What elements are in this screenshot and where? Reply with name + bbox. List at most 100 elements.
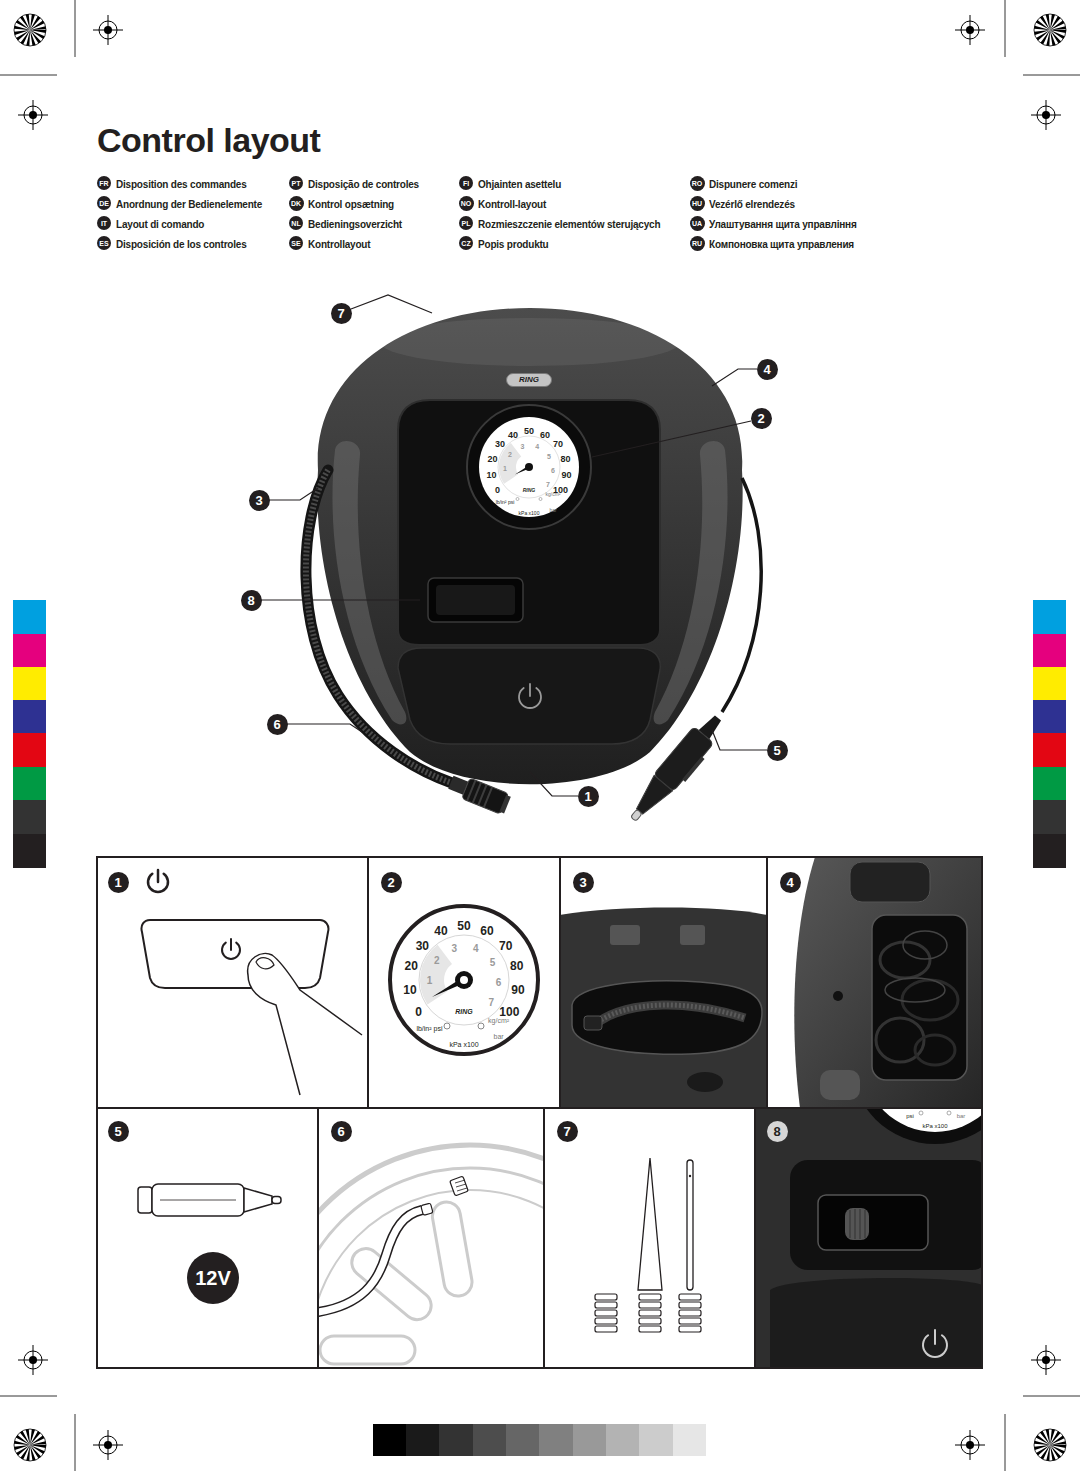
callout-number: 6 bbox=[331, 1121, 352, 1142]
panel-6-wheel-part bbox=[421, 1203, 433, 1215]
language-name: Kontrol opsætning bbox=[308, 195, 394, 211]
node-text: NO bbox=[461, 200, 472, 207]
panel-2-gauge-part bbox=[478, 1023, 484, 1029]
label-text: kg/cm² bar bbox=[546, 491, 561, 513]
panel-1-power-button-part bbox=[222, 939, 240, 959]
panel-7-adapters-part bbox=[595, 1318, 617, 1324]
node-text: IT bbox=[101, 220, 107, 227]
panel-4-cable-compartment bbox=[794, 858, 981, 1107]
colour-bars-part bbox=[13, 634, 46, 667]
gauge-psi-number: 80 bbox=[510, 957, 523, 973]
colour-bars-part bbox=[13, 767, 46, 800]
label-text: kg/cm² bar bbox=[488, 1017, 509, 1040]
gauge-psi-number: 70 bbox=[499, 937, 512, 953]
gauge-brand: RING bbox=[523, 479, 536, 495]
node-text: HU bbox=[692, 200, 702, 207]
colour-bars-part bbox=[373, 1424, 407, 1456]
callout-number: 1 bbox=[578, 786, 599, 807]
colour-bars-part bbox=[1033, 600, 1066, 634]
language-name: Kontrollayout bbox=[308, 235, 370, 251]
panel-6-wheel-part bbox=[319, 1145, 543, 1367]
language-name: Улаштування щита управління bbox=[709, 215, 857, 231]
callout-number: 2 bbox=[751, 408, 772, 429]
callout-number: 5 bbox=[108, 1121, 129, 1142]
panel-6-wheel-part bbox=[346, 1243, 437, 1326]
print-marks-part bbox=[1031, 1345, 1061, 1375]
panel-2-gauge-part bbox=[420, 945, 452, 1005]
print-marks-part bbox=[93, 15, 123, 45]
language-code-badge: UA bbox=[690, 216, 705, 231]
node-text: 6 bbox=[273, 718, 280, 731]
gauge-psi-number: 50 bbox=[524, 421, 534, 437]
node-text: SE bbox=[291, 240, 300, 247]
label-text: 60 bbox=[540, 430, 550, 440]
gauge-bar-number: 5 bbox=[547, 446, 551, 462]
compressor-illustration-part bbox=[630, 809, 642, 821]
panel-8-valve-slot-part bbox=[790, 1160, 981, 1270]
colour-bars-part bbox=[13, 800, 46, 834]
callout-number: 4 bbox=[780, 872, 801, 893]
colour-bars-part bbox=[639, 1424, 673, 1456]
label-text: Anordnung der Bedienelemente bbox=[116, 199, 262, 210]
gauge-unit: kPa x100 bbox=[449, 1034, 478, 1050]
compressor-illustration-part bbox=[306, 470, 452, 783]
colour-bars-part bbox=[1033, 667, 1066, 700]
panel-5-plug-part bbox=[272, 1197, 281, 1204]
panel-8-valve-slot-part bbox=[919, 1111, 923, 1115]
gauge-bar-number: 3 bbox=[452, 939, 458, 955]
node-text: NL bbox=[291, 220, 300, 227]
label-text: 20 bbox=[487, 454, 497, 464]
colour-bars-part bbox=[506, 1424, 540, 1456]
compressor-illustration-part bbox=[467, 780, 492, 807]
label-text: Bedieningsoverzicht bbox=[308, 219, 402, 230]
label-text: 50 bbox=[457, 919, 470, 933]
panel-8-valve-slot-part bbox=[850, 1209, 865, 1239]
gauge-unit: kPa x100 bbox=[922, 1115, 947, 1131]
callout-number: 7 bbox=[557, 1121, 578, 1142]
gauge-psi-number: 60 bbox=[480, 922, 493, 938]
compressor-illustration-part bbox=[539, 498, 542, 501]
gauge-psi-number: 50 bbox=[457, 917, 470, 933]
callout-number: 3 bbox=[573, 872, 594, 893]
callout-number: 1 bbox=[108, 872, 129, 893]
language-code-badge: RO bbox=[690, 176, 705, 191]
node-text: 3 bbox=[255, 494, 262, 507]
panel-2-gauge bbox=[390, 906, 538, 1054]
panel-8-valve-slot-part bbox=[845, 1208, 869, 1240]
gauge-psi-number: 40 bbox=[508, 425, 518, 441]
panel-8-valve-slot-part bbox=[863, 1109, 981, 1132]
panel-7-adapters-part bbox=[679, 1302, 701, 1308]
gauge-bar-number: 7 bbox=[489, 993, 495, 1009]
gauge-brand: RING bbox=[455, 1001, 473, 1017]
label-text: 4 bbox=[535, 443, 539, 450]
language-code-badge: RU bbox=[690, 236, 705, 251]
label-text: kPa x100 bbox=[519, 510, 540, 516]
panel-5-plug-part bbox=[152, 1184, 244, 1216]
label-text: bar bbox=[957, 1113, 966, 1119]
language-name: Layout di comando bbox=[116, 215, 204, 231]
panel-2-gauge-part bbox=[455, 971, 473, 989]
label-text: 6 bbox=[496, 977, 502, 988]
gauge-bar-number: 6 bbox=[496, 973, 502, 989]
label-text: 10 bbox=[403, 983, 416, 997]
label-text: kPa x100 bbox=[449, 1041, 478, 1048]
language-name: Kontroll-layout bbox=[478, 195, 546, 211]
callout-number: 3 bbox=[249, 490, 270, 511]
label-text: psi bbox=[906, 1113, 914, 1119]
label-text: 80 bbox=[561, 454, 571, 464]
node-text: FR bbox=[99, 180, 108, 187]
panel-1-power-button-part bbox=[256, 958, 274, 969]
label-text: 2 bbox=[434, 955, 440, 966]
label-text: Popis produktu bbox=[478, 239, 549, 250]
panel-5-plug-part bbox=[138, 1187, 152, 1213]
gauge-psi-number: 30 bbox=[416, 937, 429, 953]
callout-number: 4 bbox=[757, 359, 778, 380]
compressor-illustration-part bbox=[519, 684, 541, 708]
compressor-illustration-part bbox=[499, 443, 521, 484]
language-code-badge: FR bbox=[97, 176, 111, 190]
panel-5-plug-part bbox=[160, 1200, 236, 1201]
panel-1-power-button-part bbox=[141, 920, 328, 988]
label-text: 60 bbox=[480, 924, 493, 938]
panel-6-wheel-part bbox=[455, 1180, 467, 1191]
node-text: 4 bbox=[763, 363, 770, 376]
